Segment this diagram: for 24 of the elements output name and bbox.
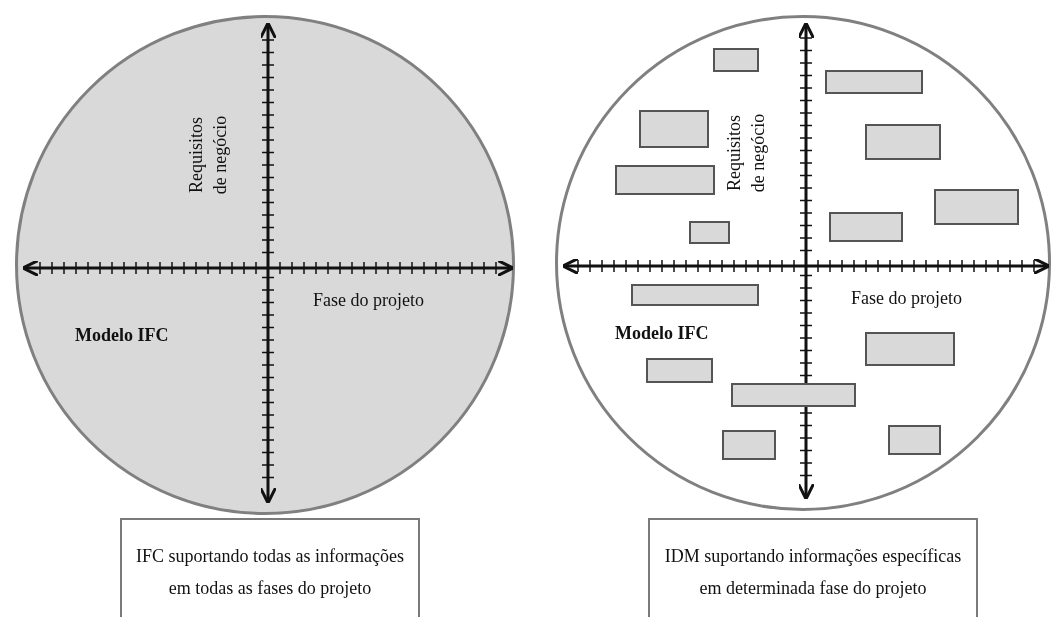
info-box <box>934 189 1019 225</box>
info-box <box>689 221 730 244</box>
info-box <box>865 124 941 160</box>
info-box <box>722 430 776 460</box>
info-box <box>865 332 955 366</box>
caption-box <box>120 518 420 617</box>
info-box <box>646 358 713 383</box>
info-box <box>825 70 923 94</box>
info-box <box>888 425 941 455</box>
model-label: Modelo IFC <box>75 325 169 346</box>
axis-label: Fase do projeto <box>851 288 962 309</box>
axis-label: Requisitos de negócio <box>185 114 231 197</box>
info-box <box>713 48 759 72</box>
axis-label: Requisitos de negócio <box>723 112 769 195</box>
info-box <box>731 383 856 407</box>
info-box <box>639 110 709 148</box>
caption-box <box>648 518 978 617</box>
axis-label: Fase do projeto <box>313 290 424 311</box>
info-box <box>631 284 759 306</box>
caption-text: IFC suportando todas as informações em todas as fases do projeto <box>135 545 405 600</box>
info-box <box>615 165 715 195</box>
caption-text: IDM suportando informações específicas em determinada fase do projeto <box>663 545 963 600</box>
model-label: Modelo IFC <box>615 323 709 344</box>
info-box <box>829 212 903 242</box>
